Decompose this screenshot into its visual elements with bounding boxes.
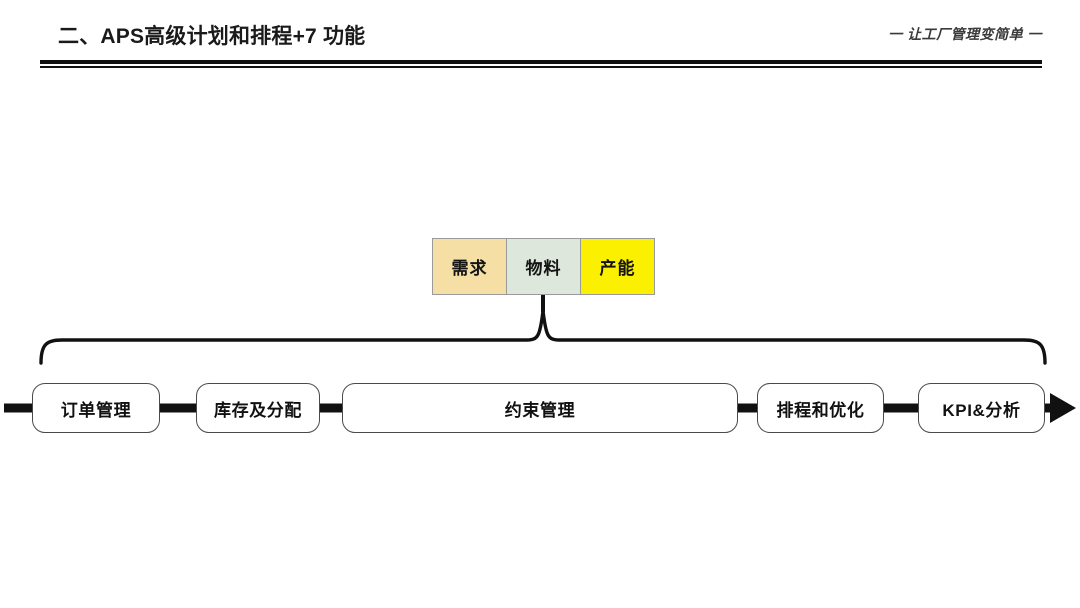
brace-path [39, 309, 1047, 365]
category-label-material: 物料 [525, 259, 562, 278]
process-box-scheduling-optimization[interactable]: 排程和优化 [757, 383, 884, 433]
process-box-inventory-allocation[interactable]: 库存及分配 [196, 383, 320, 433]
header-tagline: 一 让工厂管理变简单 一 [888, 26, 1042, 42]
category-box-material[interactable]: 物料 [506, 238, 581, 295]
category-label-demand: 需求 [451, 259, 488, 278]
header-divider [40, 60, 1042, 68]
process-box-constraint-management[interactable]: 约束管理 [342, 383, 738, 433]
process-box-order-management[interactable]: 订单管理 [32, 383, 160, 433]
divider-thin-line [40, 66, 1042, 68]
process-box-kpi-analysis[interactable]: KPI&分析 [918, 383, 1045, 433]
category-label-capacity: 产能 [599, 259, 636, 278]
process-label-constraint-management: 约束管理 [504, 400, 576, 420]
process-label-scheduling-optimization: 排程和优化 [776, 400, 865, 420]
process-label-kpi-analysis: KPI&分析 [942, 400, 1021, 420]
process-label-inventory-allocation: 库存及分配 [214, 400, 302, 420]
divider-thick-line [40, 60, 1042, 64]
flow-arrowhead [1050, 393, 1076, 423]
category-box-demand[interactable]: 需求 [432, 238, 507, 295]
category-box-group: 需求 物料 产能 [432, 238, 655, 295]
category-box-capacity[interactable]: 产能 [580, 238, 655, 295]
page-title: 二、APS高级计划和排程+7 功能 [58, 25, 366, 48]
process-label-order-management: 订单管理 [60, 400, 132, 420]
